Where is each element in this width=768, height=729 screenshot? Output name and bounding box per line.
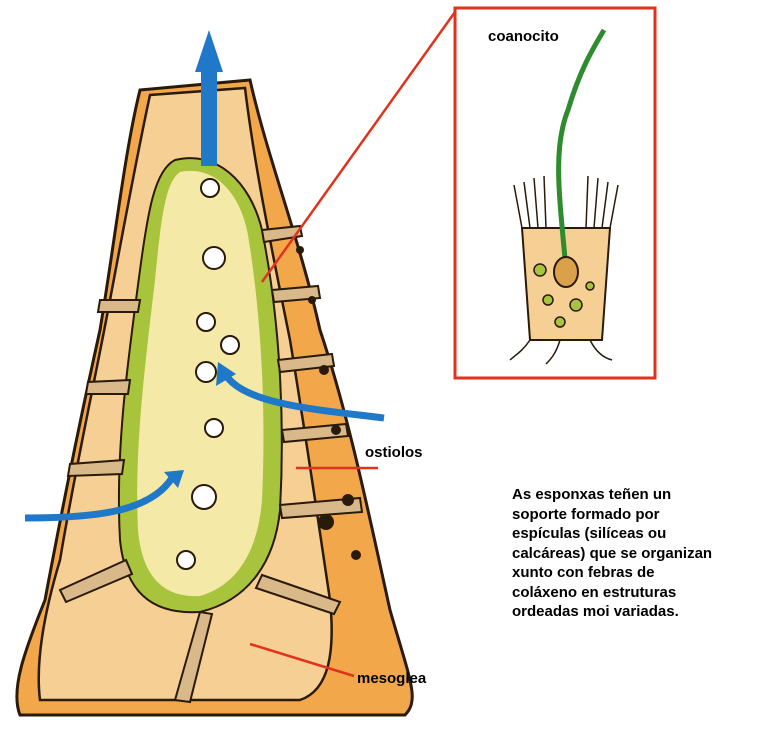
ostioles-label: ostiolos — [365, 444, 423, 461]
choanocyte-label: coanocito — [488, 28, 559, 45]
mesoglea-label: mesoglea — [357, 670, 426, 687]
caption-line: calcáreas) que se organizan — [512, 544, 768, 564]
caption-text: As esponxas teñen un soporte formado por… — [512, 485, 768, 622]
caption-line: ordeadas moi variadas. — [512, 602, 768, 622]
arrow-icon — [201, 70, 217, 166]
caption-line: xunto con febras de — [512, 563, 768, 583]
caption-line: espículas (silíceas ou — [512, 524, 768, 544]
caption-line: soporte formado por — [512, 505, 768, 525]
arrow-icon — [195, 30, 223, 72]
caption-line: As esponxas teñen un — [512, 485, 768, 505]
caption-line: coláxeno en estruturas — [512, 583, 768, 603]
choanocyte-pointer — [262, 12, 455, 282]
